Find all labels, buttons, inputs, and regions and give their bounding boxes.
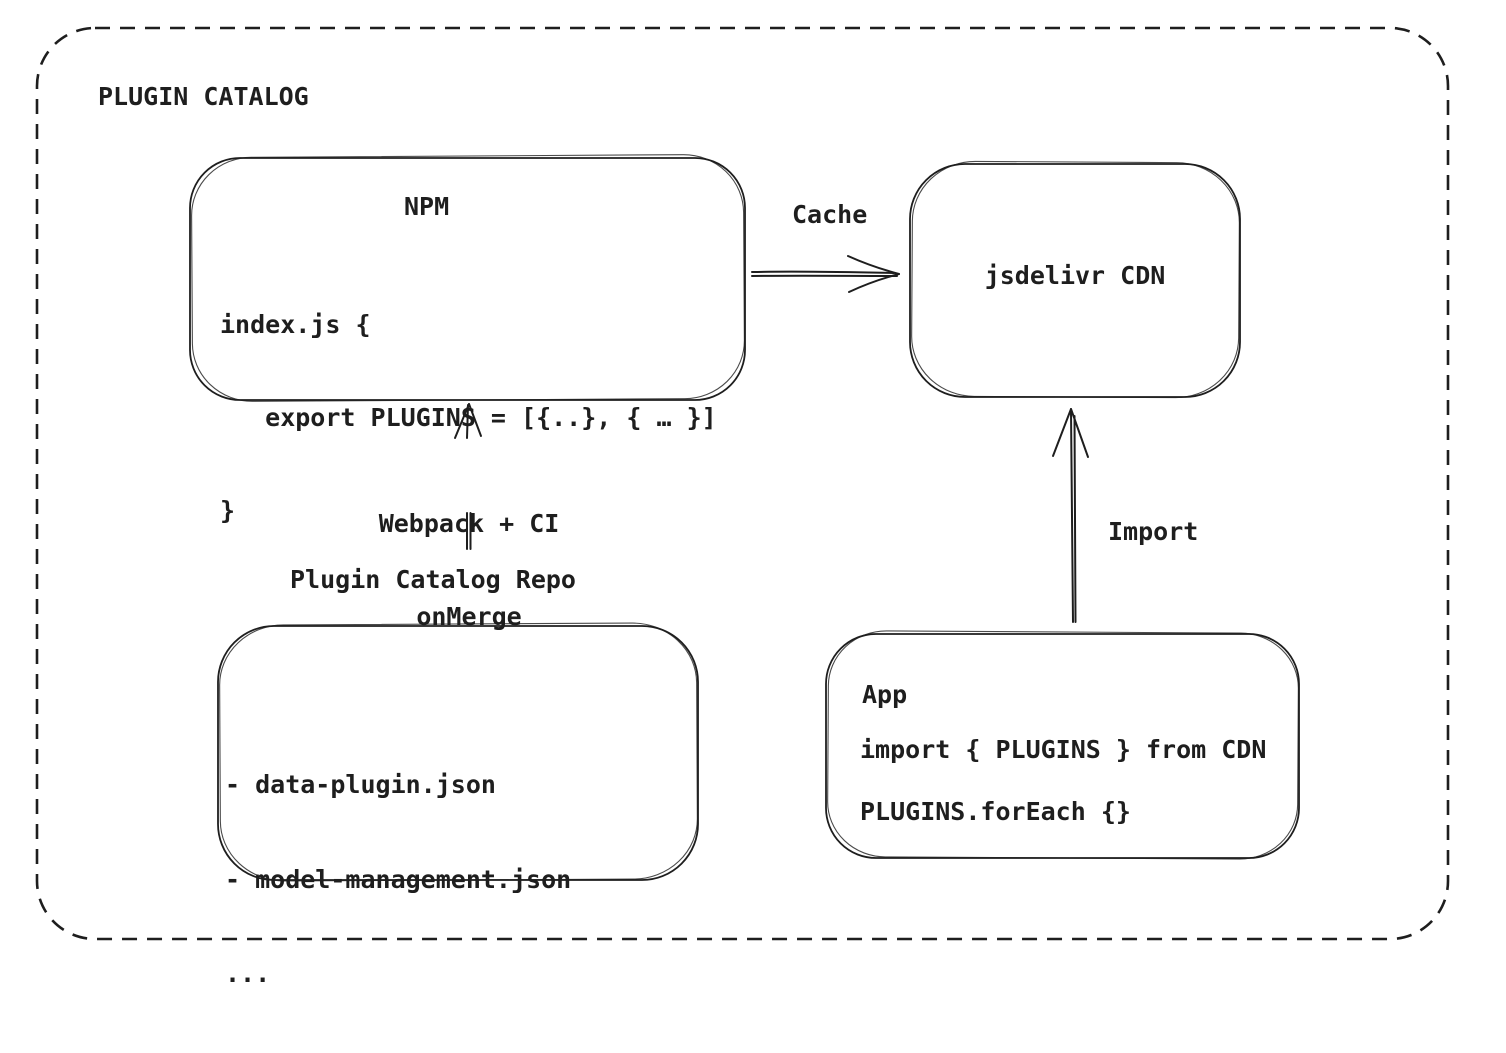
- npm-code-line: }: [220, 496, 236, 525]
- cache-arrow-label: Cache: [792, 200, 868, 229]
- cdn-node-label: jsdelivr CDN: [984, 261, 1166, 290]
- repo-file-item: - data-plugin.json: [225, 770, 496, 799]
- npm-box: [189, 154, 746, 402]
- app-import-line: import { PLUGINS } from CDN: [860, 735, 1267, 764]
- repo-file-item: ...: [225, 959, 271, 988]
- app-foreach-line: PLUGINS.forEach {}: [860, 797, 1131, 826]
- diagram-shapes: [35, 26, 1450, 941]
- npm-node-title: NPM: [404, 192, 450, 221]
- build-arrow-label-line2: onMerge: [416, 602, 522, 631]
- cdn-box: [909, 160, 1241, 399]
- import-arrow-label: Import: [1108, 517, 1199, 546]
- npm-code-block: index.js { export PLUGINS = [{..}, { … }…: [220, 247, 717, 588]
- npm-code-line: index.js {: [220, 310, 371, 339]
- build-arrow: [454, 403, 482, 550]
- npm-code-line: export PLUGINS = [{..}, { … }]: [220, 403, 717, 432]
- repo-file-item: - model-management.json: [225, 864, 572, 894]
- import-arrow: [1052, 408, 1089, 623]
- build-arrow-label: Webpack + CI onMerge: [349, 446, 589, 694]
- app-node-title: App: [862, 680, 908, 709]
- repo-file-list: - data-plugin.json - model-management.js…: [225, 706, 571, 1053]
- cache-arrow: [751, 255, 900, 293]
- repo-box: [217, 622, 699, 882]
- catalog-boundary: [35, 26, 1450, 941]
- build-arrow-label-line1: Webpack + CI: [378, 509, 560, 538]
- repo-node-label: Plugin Catalog Repo: [290, 565, 576, 594]
- app-box: [825, 630, 1300, 860]
- catalog-title: PLUGIN CATALOG: [98, 82, 309, 111]
